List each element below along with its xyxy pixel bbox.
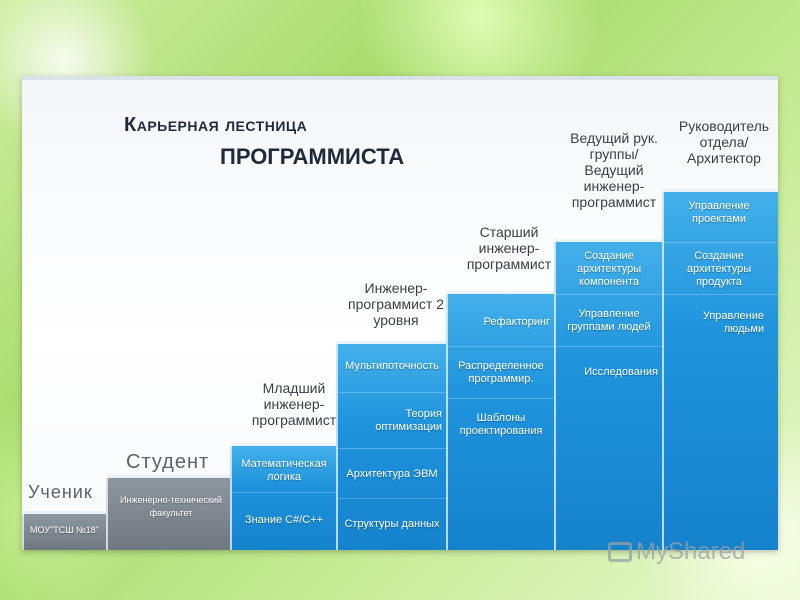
step-6-cell-2: Управление людьми [702, 310, 764, 335]
step-1-cell-0: Инженерно-технический факультет [120, 495, 222, 518]
step-2: Математическая логика Знание C#/C++ [230, 443, 338, 550]
step-6-cell-1: Создание архитектуры продукта [686, 250, 752, 288]
step-4-cell-0: Рефакторинг [483, 316, 550, 328]
step-6-cell-0: Управление проектами [688, 200, 750, 225]
step-5: Создание архитектуры компонента Управлен… [554, 239, 664, 550]
step-3: Мультипоточность Теория оптимизации Архи… [336, 341, 448, 550]
level-label-1: Студент [126, 451, 210, 473]
watermark: MyShared [608, 538, 745, 566]
level-label-0: Ученик [28, 482, 93, 502]
step-3-cell-3: Структуры данных [344, 518, 440, 530]
level-label-5: Ведущий рук. группы/ Ведущий инженер-про… [570, 130, 658, 210]
step-2-cell-1: Знание C#/C++ [244, 514, 324, 526]
step-4-cell-2: Шаблоны проектирования [459, 412, 543, 437]
slide: Карьерная лестница ПРОГРАММИСТА Ученик М… [22, 76, 778, 550]
step-3-cell-2: Архитектура ЭВМ [346, 468, 438, 480]
title-line-1: Карьерная лестница [124, 114, 308, 136]
presentation-icon [608, 542, 632, 562]
step-5-cell-0: Создание архитектуры компонента [576, 250, 642, 288]
step-5-cell-1: Управление группами людей [567, 308, 651, 333]
step-3-cell-0: Мультипоточность [345, 360, 439, 372]
step-4: Рефакторинг Распределенное программир. Ш… [446, 291, 556, 550]
step-0: МОУ"ТСШ №18" [22, 511, 108, 550]
title-line-2: ПРОГРАММИСТА [220, 144, 405, 169]
step-6: Управление проектами Создание архитектур… [662, 189, 778, 550]
step-3-cell-1: Теория оптимизации [375, 408, 442, 433]
level-label-2: Младший инженер-программист [251, 380, 337, 428]
step-0-cell-0: МОУ"ТСШ №18" [30, 525, 99, 535]
level-label-6: Руководитель отдела/ Архитектор [678, 118, 770, 166]
level-label-4: Старший инженер-программист [466, 224, 552, 272]
level-label-3: Инженер-программист 2 уровня [348, 280, 444, 328]
step-2-cell-0: Математическая логика [241, 458, 327, 483]
step-1: Инженерно-технический факультет [106, 475, 232, 550]
step-4-cell-1: Распределенное программир. [458, 360, 544, 385]
watermark-text: MyShared [636, 538, 746, 565]
step-5-cell-2: Исследования [584, 366, 658, 378]
